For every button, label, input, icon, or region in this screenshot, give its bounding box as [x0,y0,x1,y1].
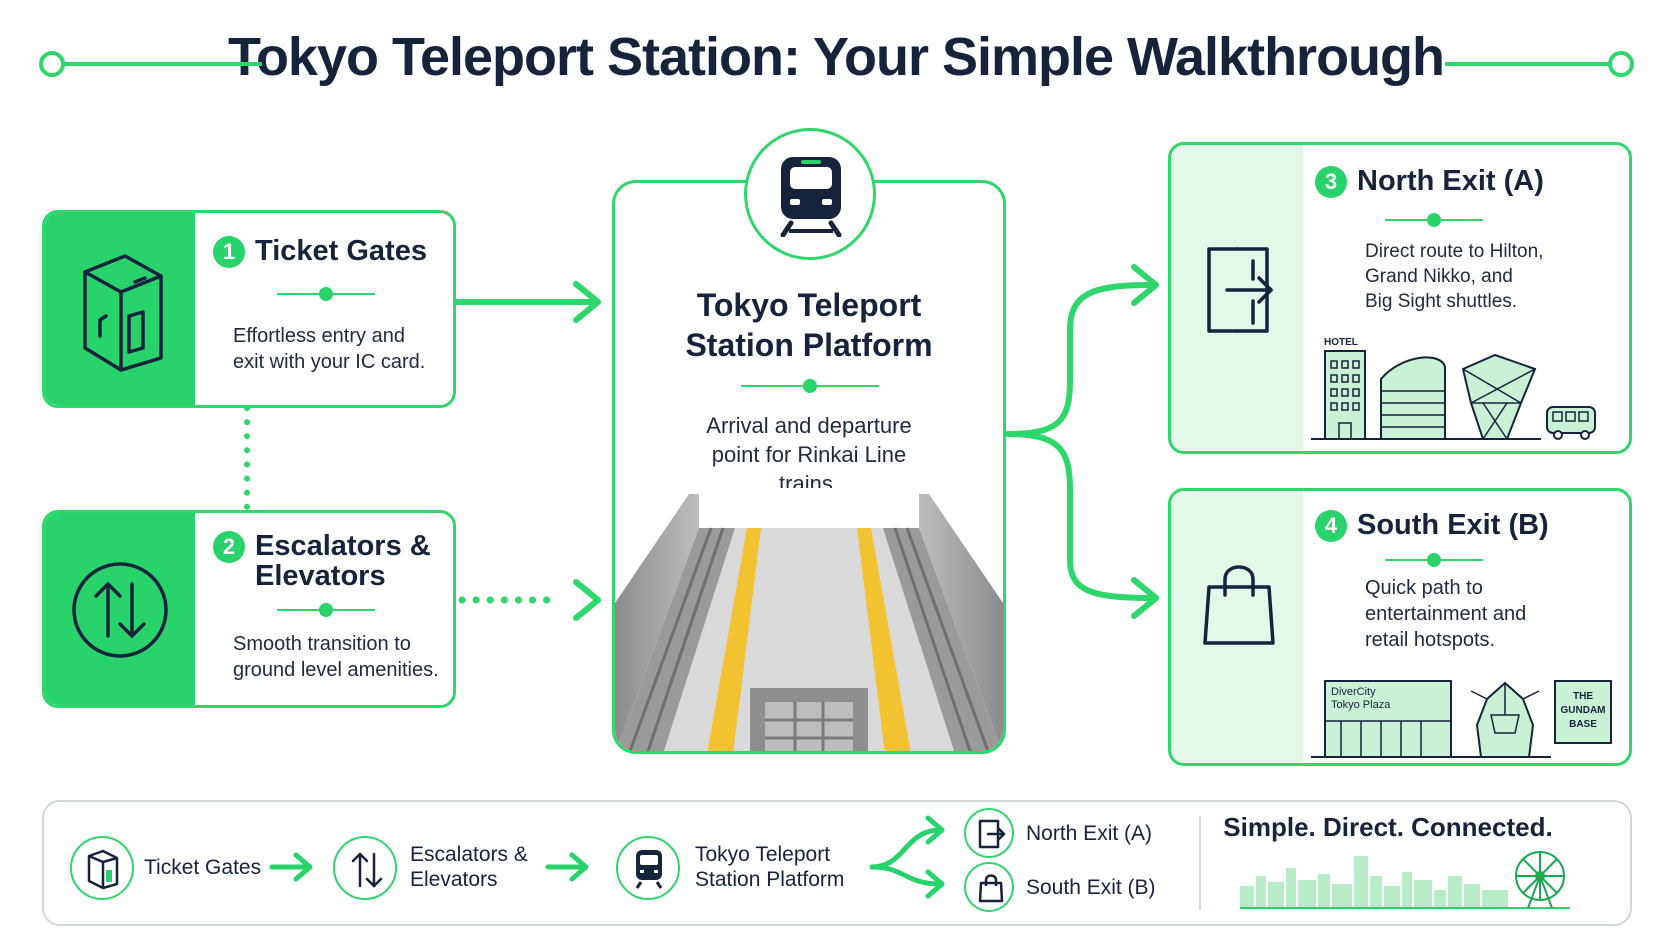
south-exit-landmarks-illustration: DiverCity Tokyo Plaza THE GUNDAM BASE [1311,680,1612,758]
platform-train-badge [744,128,876,260]
hotel-sign: HOTEL [1324,337,1358,348]
ticket-gate-icon [83,254,163,372]
footer-platform-badge [616,836,680,900]
escalators-divider [277,603,375,617]
platform-illustration [615,488,1003,751]
train-icon [780,157,842,237]
up-down-arrows-icon [72,562,168,658]
footer-escalators-badge [333,836,397,900]
north-exit-buildings-illustration: HOTEL [1311,337,1596,440]
south-exit-divider [1385,553,1483,567]
escalators-card: 2 Escalators & Elevators Smooth transiti… [42,510,456,708]
platform-card: Tokyo Teleport Station Platform Arrival … [612,180,1006,754]
platform-title: Tokyo Teleport Station Platform [685,287,933,363]
ticket-gates-divider [277,287,375,301]
footer-platform-label: Tokyo Teleport Station Platform [695,843,845,891]
footer-ticket-gates-badge [70,836,134,900]
exit-door-icon [1207,247,1273,333]
gundam-sign-line3: BASE [1569,719,1597,730]
divercity-sign-line1: DiverCity [1331,686,1376,698]
platform-divider [741,379,879,393]
page-title: Tokyo Teleport Station: Your Simple Walk… [227,27,1445,87]
gundam-sign-line2: GUNDAM [1561,705,1606,716]
step-number-badge: 1 [213,236,245,269]
train-icon [635,850,663,889]
platform-description: Arrival and departure point for Rinkai L… [706,413,912,496]
shopping-bag-icon [1203,565,1275,645]
footer-ticket-gates-label: Ticket Gates [144,856,262,879]
gundam-sign-line1: THE [1573,691,1593,702]
south-exit-description: Quick path to entertainment and retail h… [1365,577,1527,651]
footer-south-exit-label: South Exit (B) [1026,876,1156,899]
footer-north-exit-badge [964,808,1014,858]
tokyo-skyline-illustration [1240,851,1570,909]
divercity-sign-line2: Tokyo Plaza [1331,699,1391,711]
step-number-badge: 2 [213,531,245,563]
north-exit-divider [1385,213,1483,227]
escalators-description: Smooth transition to ground level amenit… [233,633,439,681]
tagline: Simple. Direct. Connected. [1223,812,1553,842]
footer-escalators-label: Escalators & Elevators [410,843,528,891]
footer-north-exit-label: North Exit (A) [1026,822,1153,845]
north-exit-description: Direct route to Hilton, Grand Nikko, and… [1365,241,1544,312]
escalators-title: 2 Escalators & Elevators [213,531,431,591]
ticket-gates-description: Effortless entry and exit with your IC c… [233,325,426,373]
footer-south-exit-badge [964,862,1014,912]
up-down-arrows-icon [351,852,383,888]
shopping-bag-icon [978,874,1004,903]
step-number-badge: 4 [1315,510,1347,543]
ticket-gate-icon [87,849,119,890]
step-number-badge: 3 [1315,166,1347,199]
exit-door-icon [978,819,1006,849]
